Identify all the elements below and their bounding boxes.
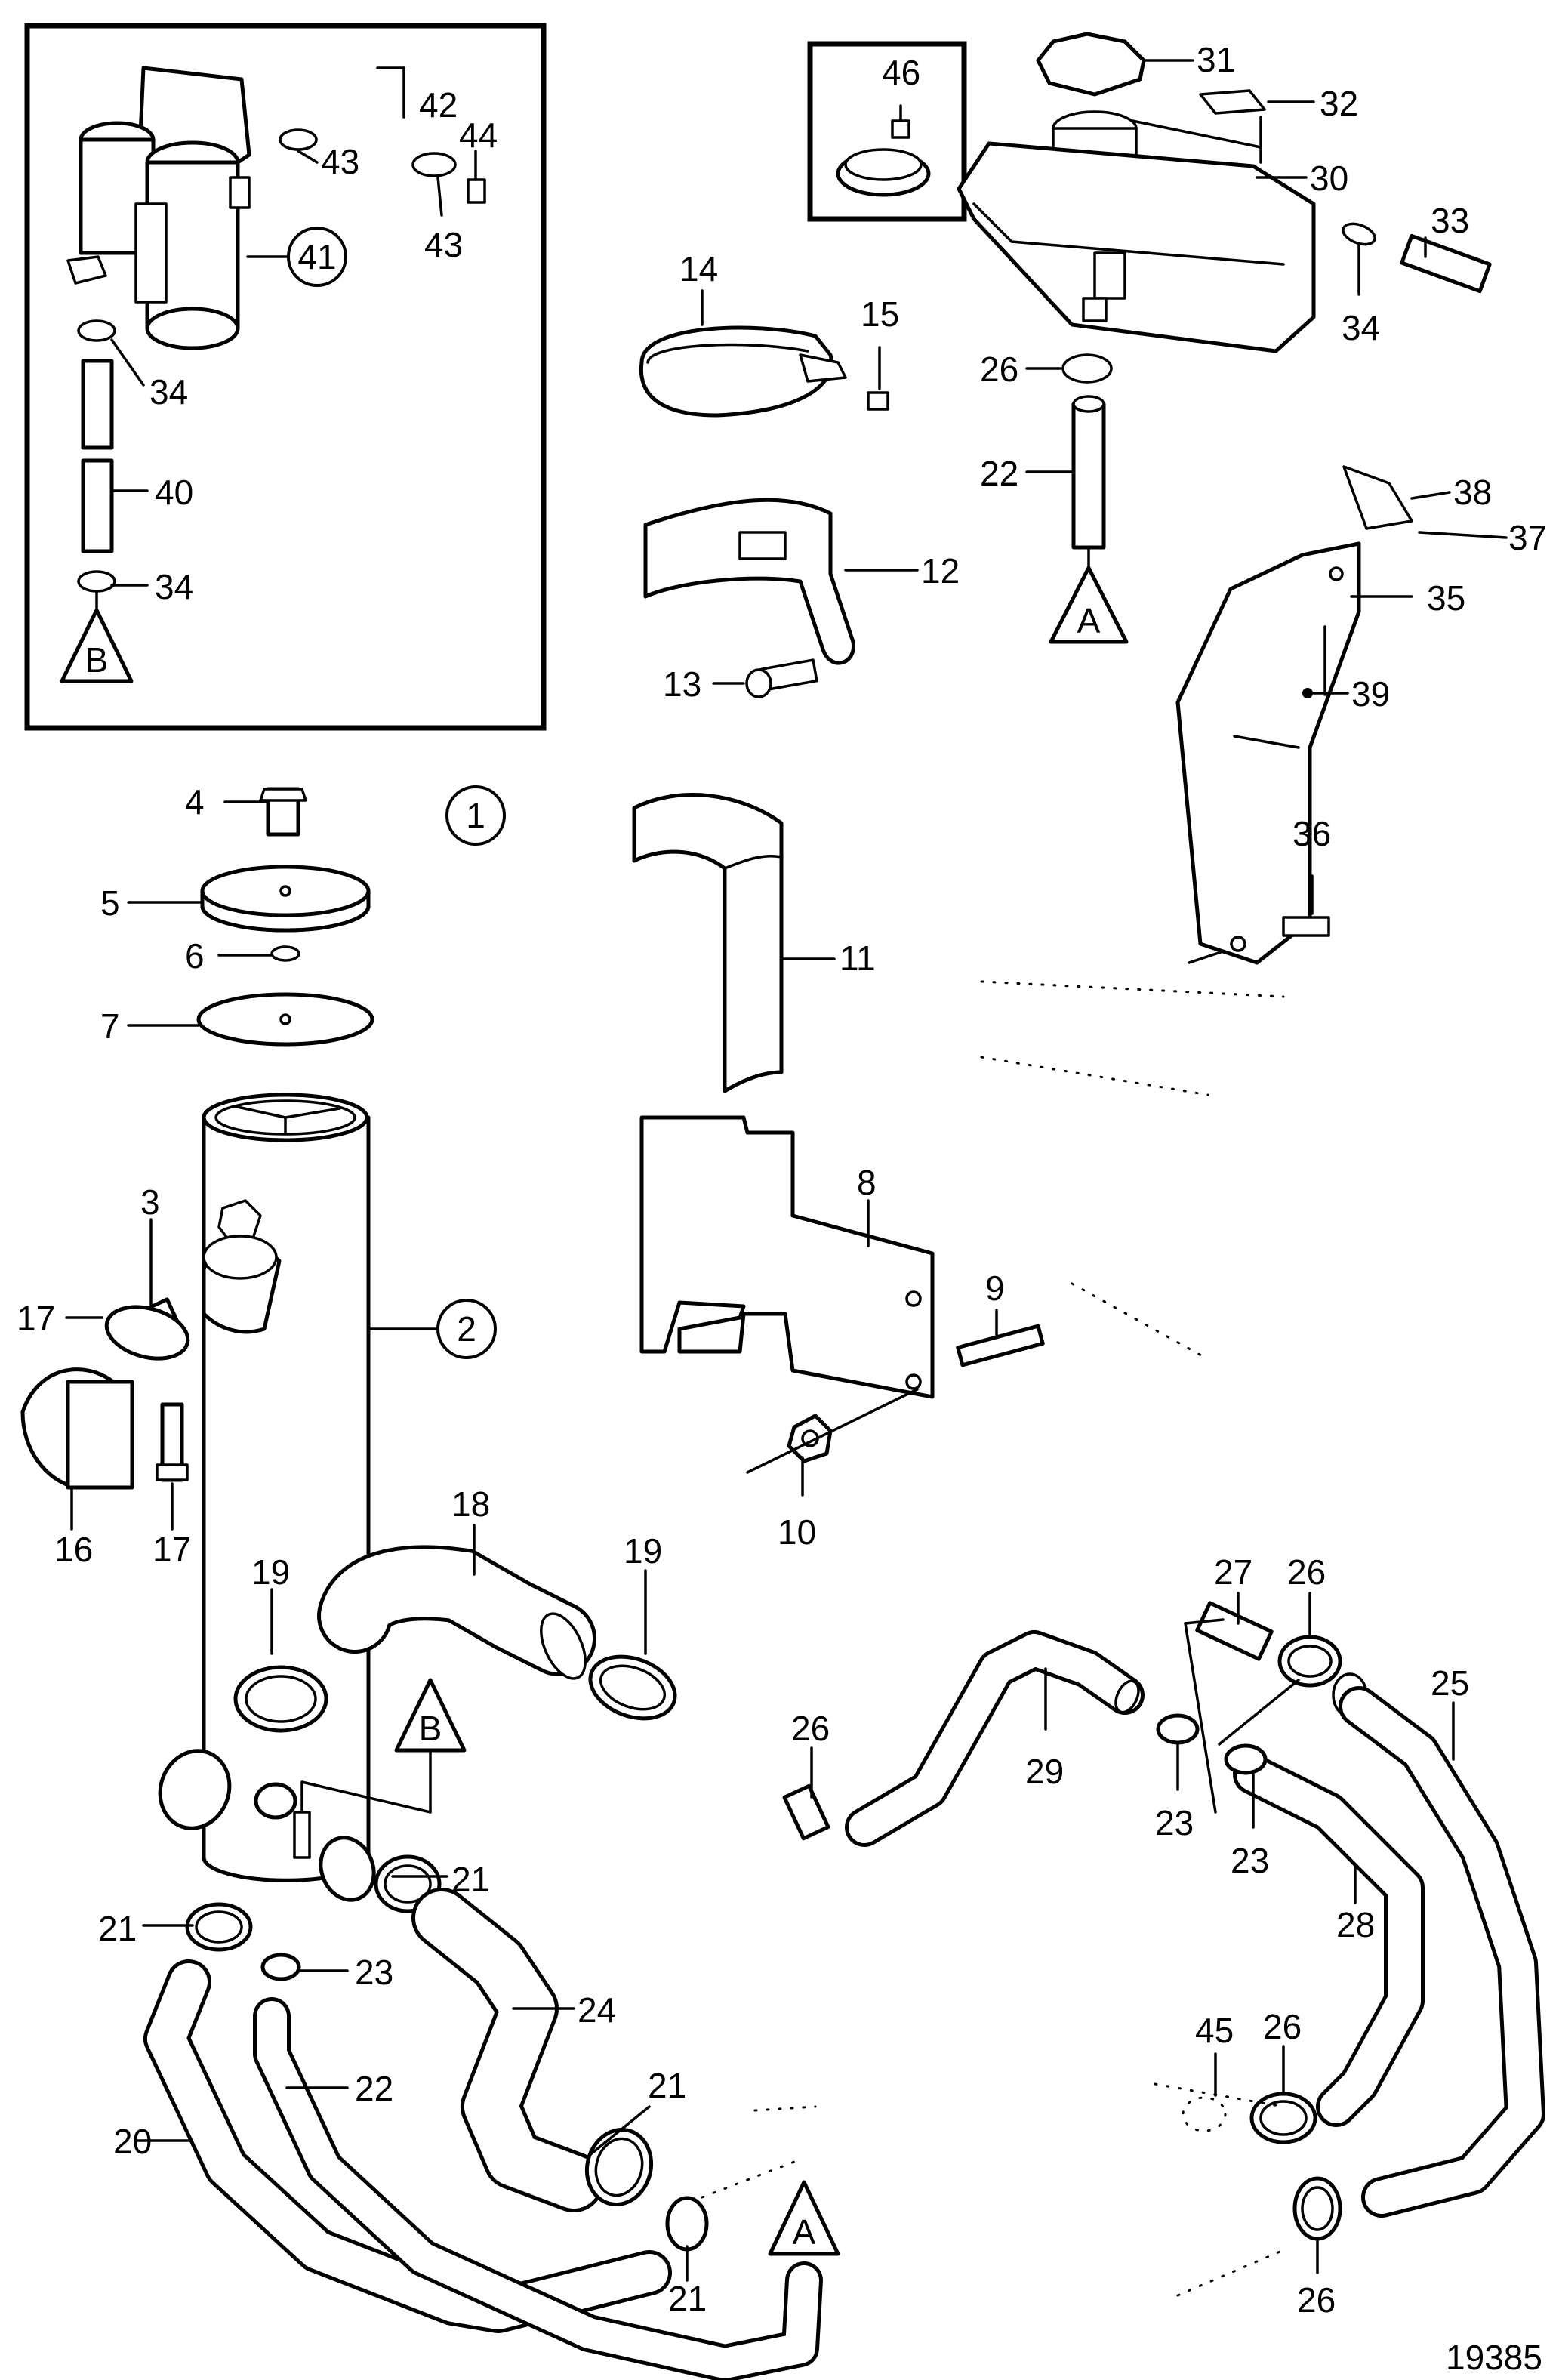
callout-39: 39 (1351, 674, 1390, 714)
callout-18: 18 (451, 1484, 490, 1524)
inset-fuel-pump-group: B 41 42 43 43 44 34 40 34 (24, 23, 547, 731)
callout-14: 14 (679, 249, 718, 288)
shield-bracket-group: 11 8 9 10 (632, 793, 1045, 1552)
callout-30: 30 (1310, 159, 1348, 198)
drawing-number: 19385 (1446, 2338, 1542, 2377)
callout-19-left: 19 (251, 1552, 290, 1592)
callout-12: 12 (921, 551, 960, 590)
callout-29: 29 (1025, 1752, 1064, 1791)
callout-32: 32 (1320, 84, 1358, 123)
expansion-tank-group: A 31 32 30 33 34 26 22 (957, 32, 1492, 644)
right-lower-hoses: 27 26 25 26 29 23 23 28 45 26 26 (782, 1552, 1545, 2320)
callout-45: 45 (1195, 2011, 1234, 2050)
filler-cap (1036, 32, 1146, 97)
callout-43-upper: 43 (321, 142, 359, 181)
bracket-35 (1175, 541, 1361, 965)
callout-43-lower: 43 (424, 225, 463, 264)
callout-21-left: 21 (98, 1909, 137, 1948)
callout-36: 36 (1292, 814, 1331, 853)
callout-16: 16 (54, 1530, 93, 1569)
callout-37: 37 (1508, 518, 1547, 557)
callout-17-lower: 17 (153, 1530, 191, 1569)
callout-26-right-top: 26 (1287, 1552, 1326, 1592)
callout-27: 27 (1214, 1552, 1252, 1592)
callout-24: 24 (578, 1990, 616, 2030)
callout-26-right-left: 26 (791, 1709, 830, 1748)
callout-8: 8 (857, 1163, 877, 1202)
callout-22-lower: 22 (355, 2069, 393, 2108)
callout-13: 13 (663, 664, 701, 704)
inset-frame (24, 23, 547, 731)
callout-19-right: 19 (624, 1531, 662, 1571)
connection-marker-a-tank: A (1077, 601, 1101, 640)
callout-20: 20 (113, 2122, 152, 2161)
callout-34-inset-lower: 34 (155, 567, 193, 606)
callout-23-right: 23 (1155, 1803, 1194, 1842)
callout-25: 25 (1431, 1663, 1469, 1703)
connection-marker-a-bottom: A (793, 2212, 816, 2252)
callout-9: 9 (985, 1269, 1005, 1308)
callout-7: 7 (100, 1007, 120, 1046)
callout-33: 33 (1431, 201, 1469, 240)
callout-26-tank: 26 (980, 350, 1018, 389)
connection-marker-b-main: B (293, 1678, 467, 1859)
callout-28: 28 (1336, 1905, 1375, 1944)
callout-10: 10 (778, 1512, 816, 1552)
connection-marker-b-inset: B (85, 640, 109, 680)
callout-34-tank: 34 (1342, 308, 1380, 347)
callout-46: 46 (882, 53, 920, 92)
dotted-guides (980, 980, 1285, 1361)
callout-1: 1 (466, 796, 485, 835)
callout-40: 40 (155, 473, 193, 512)
callout-11: 11 (840, 939, 876, 978)
callout-42: 42 (419, 85, 458, 125)
callout-26-right-middle: 26 (1263, 2007, 1302, 2046)
callout-6: 6 (185, 936, 205, 976)
hose-18-group: 18 19 19 (158, 1484, 677, 1830)
clamp-46-box: 46 (807, 41, 967, 222)
callout-21-middle: 21 (648, 2066, 686, 2105)
bracket-35-group: 38 37 35 39 36 (1175, 465, 1547, 965)
svg-text:B: B (419, 1709, 442, 1748)
callout-31: 31 (1197, 40, 1235, 79)
callout-44: 44 (459, 116, 498, 155)
callout-21-bottom: 21 (668, 2279, 707, 2318)
callout-2: 2 (457, 1309, 476, 1349)
callout-4: 4 (185, 782, 205, 822)
callout-5: 5 (100, 883, 120, 923)
callout-34-inset-upper: 34 (149, 372, 188, 412)
callout-21-upper: 21 (451, 1860, 490, 1899)
callout-23-left: 23 (355, 1953, 393, 1992)
callout-3: 3 (140, 1182, 160, 1222)
expansion-tank (957, 141, 1316, 353)
callout-23-right-lower: 23 (1231, 1841, 1269, 1880)
lower-left-hoses: A 21 21 23 24 22 21 20 21 (98, 1782, 840, 2380)
callout-17-left: 17 (17, 1299, 55, 1338)
clamp-bracket-group: 14 15 12 13 (639, 249, 960, 704)
callout-35: 35 (1427, 578, 1465, 618)
callout-22-tank: 22 (980, 454, 1018, 493)
callout-41: 41 (297, 237, 336, 276)
callout-15: 15 (861, 294, 899, 334)
callout-38: 38 (1453, 473, 1492, 512)
callout-26-right-bottom: 26 (1297, 2280, 1336, 2320)
